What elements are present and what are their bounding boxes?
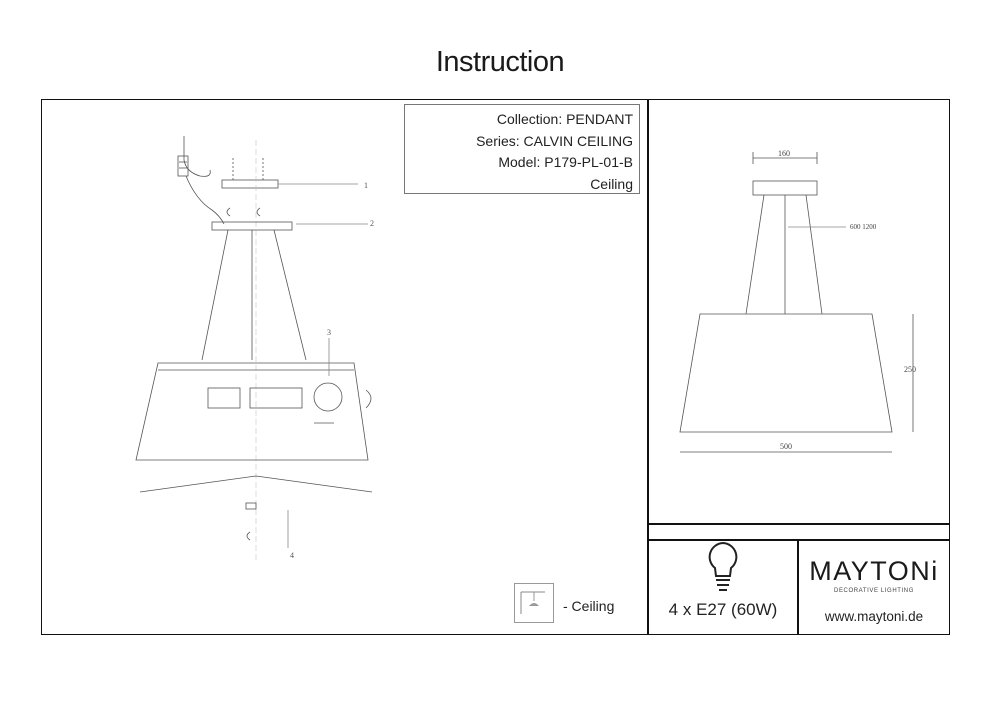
divider-vertical-footer	[797, 539, 799, 635]
mount-text: Ceiling	[590, 175, 633, 192]
canopy-side	[752, 180, 818, 196]
mounting-wire	[183, 136, 211, 177]
finial	[245, 502, 257, 510]
suspension-cable-left	[201, 229, 229, 361]
divider-horizontal-upper	[647, 523, 950, 525]
cable-length-label: 600 1200	[850, 223, 877, 231]
callout-4: 4	[290, 551, 294, 560]
ceiling-label: - Ceiling	[563, 598, 615, 614]
divider-horizontal-lower	[647, 539, 950, 541]
rotate-arrow-icon	[365, 389, 372, 409]
screw-icon-4	[256, 207, 261, 217]
divider-vertical-main	[647, 99, 649, 635]
terminal-block-icon	[177, 155, 189, 177]
shade-width-label: 500	[780, 442, 792, 451]
canopy-width-label: 160	[778, 149, 790, 158]
light-bulb-icon	[708, 541, 738, 591]
callout-1: 1	[364, 181, 368, 190]
mounting-wire-2	[185, 175, 225, 225]
callout-2: 2	[370, 219, 374, 228]
cable-right	[805, 194, 823, 315]
brand-tagline: DECORATIVE LIGHTING	[834, 588, 914, 594]
ceiling-mount-icon	[514, 583, 554, 623]
screw-icon-5	[246, 531, 251, 541]
lamp-shade	[135, 362, 369, 461]
brand-logo: MAYTONi	[809, 556, 939, 586]
suspension-cable-right	[273, 229, 307, 361]
lamp-holder-left	[207, 387, 241, 409]
diffuser	[139, 475, 373, 493]
brand-url: www.maytoni.de	[824, 609, 924, 624]
lamp-holder-right	[249, 387, 303, 409]
document-title: Instruction	[435, 46, 565, 78]
shade-side	[679, 313, 893, 433]
cable-left	[745, 194, 765, 315]
assembly-drawing: 1 2 3 4	[135, 136, 374, 560]
shade-height-label: 250	[904, 365, 916, 374]
screw-icon-3	[226, 207, 231, 217]
mounting-bracket	[221, 179, 279, 189]
callout-3: 3	[327, 328, 331, 337]
lamp-spec: 4 x E27 (60W)	[668, 600, 778, 619]
series-text: Series: CALVIN CEILING	[476, 132, 633, 149]
dimension-drawing: 160 600 1200 250 500	[679, 149, 916, 453]
light-bulb-drawing	[313, 382, 343, 412]
product-info-box: Collection: PENDANT Series: CALVIN CEILI…	[404, 104, 640, 194]
model-text: Model: P179-PL-01-B	[498, 154, 633, 170]
collection-text: Collection: PENDANT	[496, 111, 633, 127]
instruction-frame	[41, 99, 950, 635]
